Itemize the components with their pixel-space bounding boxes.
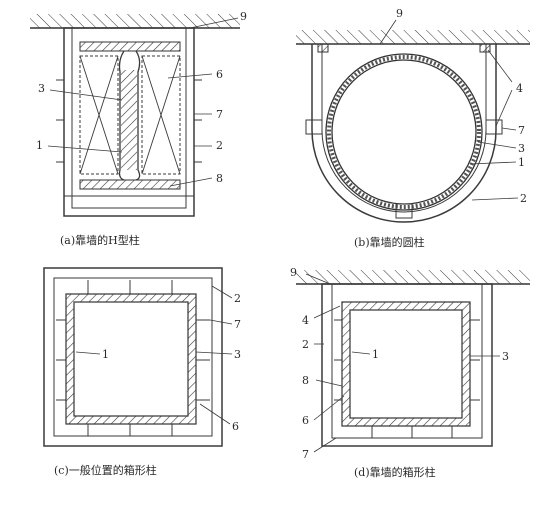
label-2: 2 xyxy=(216,139,223,152)
label-1: 1 xyxy=(36,139,43,152)
caption-c: (c)一般位置的箱形柱 xyxy=(54,463,157,477)
caption-b: (b)靠墙的圆柱 xyxy=(354,235,425,249)
h-web xyxy=(118,50,141,181)
panel-a: 9 3 6 7 1 2 8 (a)靠墙的H型柱 xyxy=(30,10,247,247)
label-1: 1 xyxy=(102,348,109,361)
label-1: 1 xyxy=(518,156,525,169)
label-2: 2 xyxy=(520,192,527,205)
panel-c: 2 7 1 3 6 (c)一般位置的箱形柱 xyxy=(43,267,241,477)
label-6: 6 xyxy=(216,68,223,81)
wall-hatch xyxy=(30,14,240,28)
label-2: 2 xyxy=(234,292,241,305)
panel-d: 9 4 2 1 3 8 6 7 (d)靠墙的箱形柱 xyxy=(290,266,530,479)
outer-formwork xyxy=(43,267,223,447)
h-top-flange xyxy=(79,41,181,52)
label-7: 7 xyxy=(518,124,525,137)
label-1: 1 xyxy=(372,348,379,361)
label-3: 3 xyxy=(502,350,509,363)
label-8: 8 xyxy=(216,172,223,185)
right-cavity xyxy=(141,55,181,175)
label-6: 6 xyxy=(302,414,309,427)
h-web-fill xyxy=(121,70,137,170)
inner-formwork xyxy=(71,27,187,209)
label-9: 9 xyxy=(290,266,297,279)
wall-hatch xyxy=(296,270,530,284)
label-7: 7 xyxy=(302,448,309,461)
caption-a: (a)靠墙的H型柱 xyxy=(60,233,140,247)
inner-formwork xyxy=(331,283,483,439)
label-4: 4 xyxy=(516,82,523,95)
label-7: 7 xyxy=(216,108,223,121)
label-6: 6 xyxy=(232,420,239,433)
panel-b: 9 4 7 3 1 2 (b)靠墙的圆柱 xyxy=(296,7,530,249)
circle-inner xyxy=(331,59,477,205)
label-9: 9 xyxy=(396,7,403,20)
circle-outer xyxy=(325,53,483,211)
left-cavity xyxy=(79,55,119,175)
wall-hatch xyxy=(296,30,530,44)
label-2: 2 xyxy=(302,338,309,351)
label-9: 9 xyxy=(240,10,247,23)
label-4: 4 xyxy=(302,314,309,327)
caption-d: (d)靠墙的箱形柱 xyxy=(354,465,436,479)
h-bottom-flange xyxy=(79,179,181,190)
inner-formwork xyxy=(53,277,213,437)
outer-u-formwork xyxy=(311,44,497,223)
circle-hatch xyxy=(327,55,481,209)
label-3: 3 xyxy=(234,348,241,361)
label-7: 7 xyxy=(234,318,241,331)
label-3: 3 xyxy=(518,142,525,155)
inner-u-formwork xyxy=(321,44,487,213)
label-3: 3 xyxy=(38,82,45,95)
label-8: 8 xyxy=(302,374,309,387)
